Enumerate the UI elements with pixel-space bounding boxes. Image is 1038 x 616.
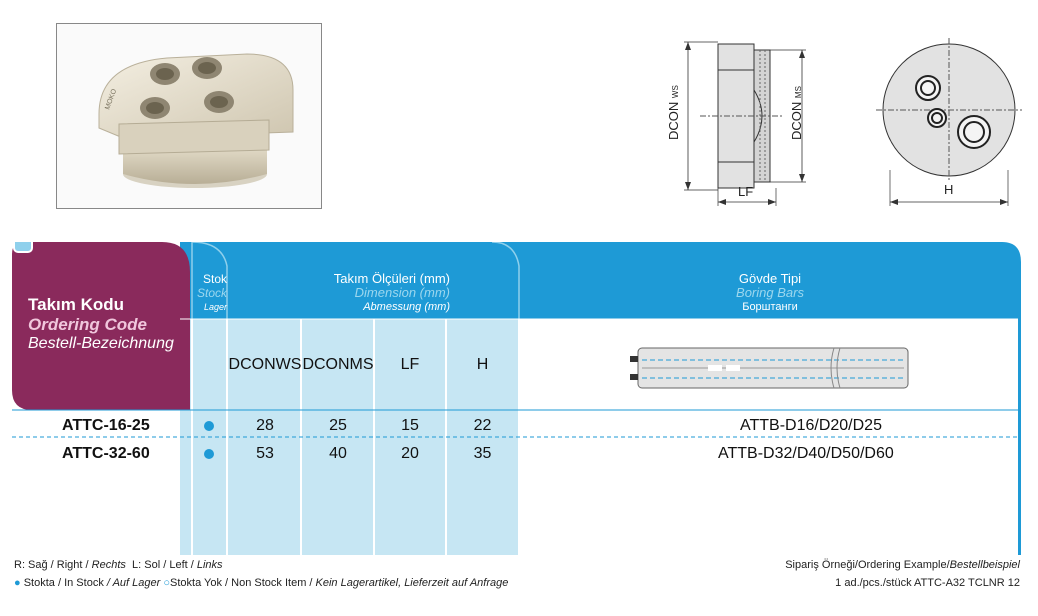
row-2-body: ATTB-D32/D40/D50/D60 (718, 445, 894, 462)
side-view-drawing (684, 41, 806, 206)
header-ordering-code: Takım Kodu Ordering Code Bestell-Bezeich… (28, 295, 188, 353)
legend-non-stock: Stokta Yok / Non Stock Item / (170, 577, 316, 589)
col-dconms: DCONMS (302, 356, 374, 373)
header-stock: Stok Stock Lager (193, 272, 227, 314)
col-h: H (476, 356, 489, 373)
legend-right-text: R: Sağ / Right / (14, 559, 92, 571)
row-2-lf: 20 (401, 445, 419, 462)
h-label: H (944, 182, 954, 197)
lf-label: LF (738, 184, 754, 199)
header-code-tr: Takım Kodu (28, 295, 125, 314)
footer-example-value: 1 ad./pcs./stück ATTC-A32 TCLNR 12 (835, 577, 1020, 589)
col-lf: LF (400, 356, 420, 373)
dconws-label-sub: WS (671, 85, 680, 99)
footer-ordering-example: Sipariş Örneği/Ordering Example/Bestellb… (785, 559, 1020, 571)
row-2-stock-dot (204, 449, 214, 459)
header-code-de: Bestell-Bezeichnung (28, 335, 174, 352)
legend-non-stock-de: Kein Lagerartikel, Lieferzeit auf Anfrag… (315, 577, 509, 589)
dconms-label-main: DCON (789, 101, 804, 140)
col-dconws: DCONWS (228, 356, 302, 373)
footer-direction-legend: R: Sağ / Right / Rechts L: Sol / Left / … (14, 559, 223, 571)
adapter-photo-illustration: MOKO (98, 53, 294, 188)
row-1-lf: 15 (401, 417, 419, 434)
footer-stock-legend: ● Stokta / In Stock / Auf Lager ○Stokta … (14, 577, 508, 589)
header-body-tr: Gövde Tipi (738, 271, 802, 286)
row-1-dconws: 28 (256, 417, 274, 434)
row-1-dconms: 25 (329, 417, 347, 434)
row-2-dconms: 40 (329, 445, 347, 462)
dconws-label-main: DCON (666, 101, 681, 140)
legend-left-text: L: Sol / Left / (132, 559, 197, 571)
header-stock-en: Stock (196, 286, 227, 300)
example-label-de: Bestellbeispiel (949, 559, 1020, 571)
dconms-label-sub: MS (794, 86, 803, 99)
legend-in-stock-de: / Auf Lager (106, 577, 161, 589)
legend-in-stock: Stokta / In Stock (23, 577, 107, 589)
header-body-type: Gövde Tipi Boring Bars Борштанги (520, 272, 1020, 314)
header-dimensions: Takım Ölçüleri (mm) Dimension (mm) Abmes… (230, 272, 450, 314)
row-2-code: ATTC-32-60 (62, 445, 150, 462)
table-background (12, 242, 1021, 555)
dconws-label: DCON WS (666, 85, 681, 140)
header-body-ru: Борштанги (742, 301, 798, 313)
front-view-drawing (876, 38, 1022, 206)
boring-bar-icon (630, 347, 909, 389)
header-body-en: Boring Bars (736, 285, 804, 300)
row-1-h: 22 (473, 417, 492, 434)
row-1-body: ATTB-D16/D20/D25 (740, 417, 882, 434)
row-1-stock-dot (204, 421, 214, 431)
in-stock-dot-icon: ● (14, 577, 21, 589)
header-dims-de: Abmessung (mm) (363, 301, 450, 313)
header-dims-en: Dimension (mm) (354, 285, 450, 300)
header-code-en: Ordering Code (28, 315, 148, 334)
example-label: Sipariş Örneği/Ordering Example/ (785, 559, 950, 571)
header-stock-de: Lager (203, 302, 227, 312)
legend-left-de: Links (196, 559, 223, 571)
header-stock-tr: Stok (202, 272, 227, 286)
row-2-h: 35 (473, 445, 492, 462)
row-2-dconws: 53 (256, 445, 274, 462)
row-1-code: ATTC-16-25 (62, 417, 150, 434)
legend-right-de: Rechts (91, 559, 126, 571)
header-dims-tr: Takım Ölçüleri (mm) (333, 271, 450, 286)
dconms-label: DCON MS (789, 86, 804, 140)
product-photo: MOKO (56, 23, 322, 209)
non-stock-circle-icon: ○ (163, 577, 170, 589)
